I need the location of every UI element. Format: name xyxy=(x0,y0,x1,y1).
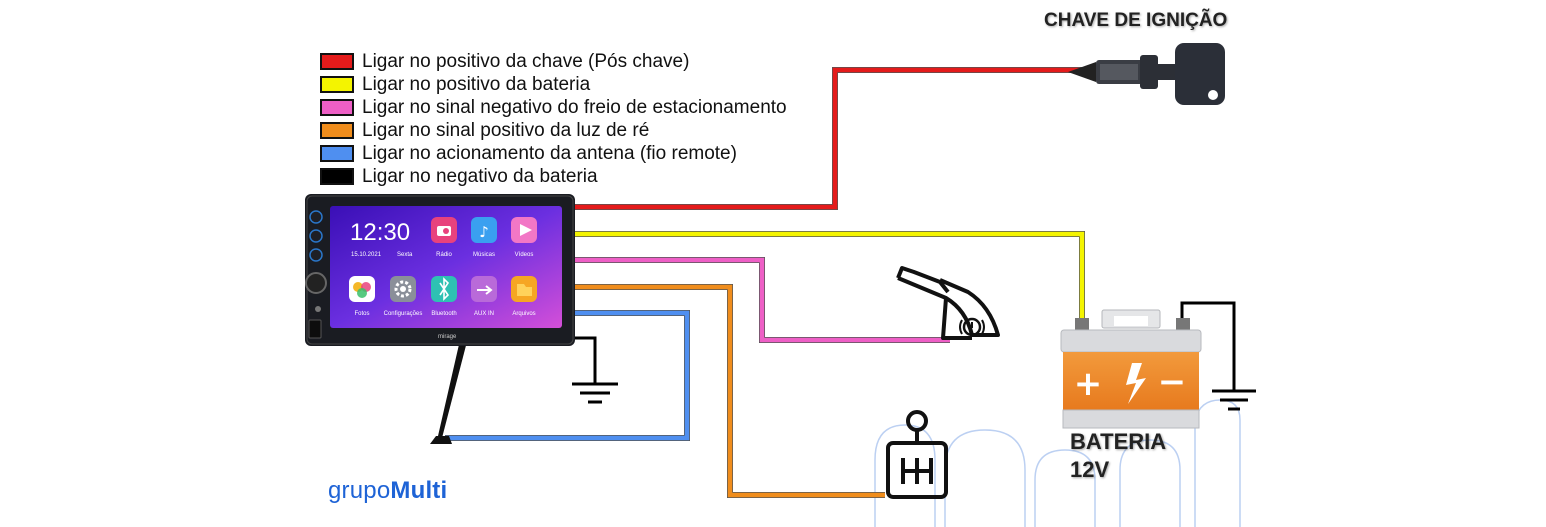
wire-black-battery xyxy=(1180,301,1236,390)
svg-text:AUX IN: AUX IN xyxy=(474,311,494,317)
wire-orange xyxy=(572,284,885,498)
legend-swatch xyxy=(320,99,354,116)
legend-label: Ligar no positivo da chave (Pós chave) xyxy=(362,50,690,72)
legend-swatch xyxy=(320,76,354,93)
radio-app-bluetooth: Bluetooth xyxy=(431,276,457,317)
battery-label-line2: 12V xyxy=(1070,457,1110,482)
ignition-title: CHAVE DE IGNIÇÃO xyxy=(1044,10,1228,31)
legend-label: Ligar no sinal positivo da luz de ré xyxy=(362,119,650,141)
legend-label: Ligar no sinal negativo do freio de esta… xyxy=(362,96,787,118)
wire-yellow xyxy=(572,231,1085,328)
brand-suffix: Multi xyxy=(390,477,448,504)
legend: Ligar no positivo da chave (Pós chave) L… xyxy=(320,50,787,188)
legend-swatch xyxy=(320,122,354,139)
svg-text:Rádio: Rádio xyxy=(436,252,452,258)
car-battery-icon: + − xyxy=(1060,309,1202,429)
wire-pink xyxy=(572,257,950,343)
svg-text:Fotos: Fotos xyxy=(354,311,369,317)
radio-unit: 12:30 15.10.2021 Sexta Rádio ♪ Músicas V… xyxy=(305,194,575,346)
radio-app-photos: Fotos xyxy=(349,276,375,317)
battery-label-line1: BATERIA xyxy=(1070,429,1167,454)
brand-logo: grupoMulti xyxy=(328,477,447,505)
radio-screen xyxy=(330,206,562,328)
radio-control-buttons xyxy=(305,210,327,339)
radio-app-music: ♪ Músicas xyxy=(471,217,497,258)
battery-minus: − xyxy=(1158,362,1187,402)
ground-symbol-icon xyxy=(1212,389,1256,411)
svg-text:Músicas: Músicas xyxy=(473,252,495,258)
radio-app-aux-in: AUX IN xyxy=(471,276,497,317)
legend-swatch xyxy=(320,145,354,162)
wire-blue xyxy=(445,310,690,441)
radio-logo: mirage xyxy=(438,334,457,340)
legend-label: Ligar no acionamento da antena (fio remo… xyxy=(362,142,737,164)
legend-item-red: Ligar no positivo da chave (Pós chave) xyxy=(320,50,787,73)
legend-item-black: Ligar no negativo da bateria xyxy=(320,165,787,188)
wire-red xyxy=(572,67,1100,210)
reverse-gear-icon xyxy=(886,410,948,499)
radio-date: 15.10.2021 xyxy=(351,252,382,258)
wires xyxy=(445,67,1236,498)
brand-prefix: grupo xyxy=(328,477,391,504)
radio-app-radio: Rádio xyxy=(431,217,457,258)
legend-item-orange: Ligar no sinal positivo da luz de ré xyxy=(320,119,787,142)
svg-text:Configurações: Configurações xyxy=(384,311,423,317)
legend-item-pink: Ligar no sinal negativo do freio de esta… xyxy=(320,96,787,119)
legend-swatch xyxy=(320,168,354,185)
legend-label: Ligar no negativo da bateria xyxy=(362,165,598,187)
radio-weekday: Sexta xyxy=(397,252,413,258)
svg-text:Bluetooth: Bluetooth xyxy=(431,311,456,317)
battery-plus: + xyxy=(1074,364,1103,404)
antenna-icon xyxy=(430,327,470,444)
radio-time: 12:30 xyxy=(350,219,410,246)
legend-swatch xyxy=(320,53,354,70)
radio-app-settings: Configurações xyxy=(384,276,423,317)
radio-app-videos: Vídeos xyxy=(511,217,537,258)
svg-text:Arquivos: Arquivos xyxy=(512,311,535,317)
legend-label: Ligar no positivo da bateria xyxy=(362,73,591,95)
svg-text:Vídeos: Vídeos xyxy=(515,252,534,258)
battery-label: BATERIA 12V xyxy=(1070,428,1166,484)
svg-text:♪: ♪ xyxy=(479,223,489,241)
legend-item-blue: Ligar no acionamento da antena (fio remo… xyxy=(320,142,787,165)
wire-black-radio xyxy=(572,336,597,383)
ground-symbol-icon xyxy=(572,382,618,404)
ignition-key-icon xyxy=(1068,43,1225,105)
legend-item-yellow: Ligar no positivo da bateria xyxy=(320,73,787,96)
parking-brake-icon xyxy=(896,266,1000,340)
radio-app-files: Arquivos xyxy=(511,276,537,317)
